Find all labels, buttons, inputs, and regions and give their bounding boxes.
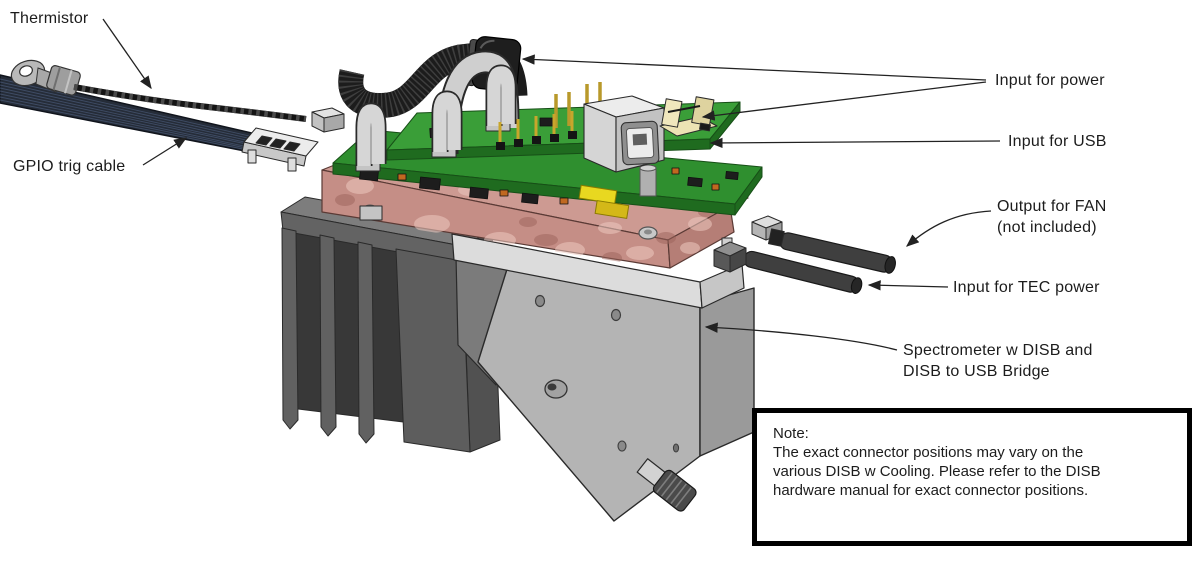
callout-gpio-trig-cable: GPIO trig cable bbox=[13, 156, 125, 177]
note-line-1: The exact connector positions may vary o… bbox=[773, 444, 1084, 461]
gpio-idc-connector bbox=[241, 127, 319, 172]
callout-gpio-trig-cable-text: GPIO trig cable bbox=[13, 158, 126, 175]
callout-output-fan-text: Output for FAN bbox=[997, 198, 1107, 215]
callout-thermistor-text: Thermistor bbox=[10, 10, 89, 27]
callout-input-usb: Input for USB bbox=[1008, 131, 1107, 152]
callout-spectrometer-sub: DISB to USB Bridge bbox=[903, 363, 1050, 380]
callout-input-tec-text: Input for TEC power bbox=[953, 279, 1100, 296]
note-box: Note: The exact connector positions may … bbox=[752, 408, 1192, 546]
disb-pcb-stack bbox=[332, 36, 763, 221]
callout-input-power-text: Input for power bbox=[995, 72, 1105, 89]
usb-connector bbox=[583, 95, 665, 173]
callout-input-power: Input for power bbox=[995, 70, 1105, 91]
cable-clamps bbox=[355, 64, 517, 172]
callout-spectrometer: Spectrometer w DISB and DISB to USB Brid… bbox=[903, 340, 1093, 382]
leader-lines bbox=[102, 18, 1001, 351]
note-line-2: various DISB w Cooling. Please refer to … bbox=[773, 463, 1101, 480]
callout-spectrometer-text: Spectrometer w DISB and bbox=[903, 342, 1093, 359]
callout-input-usb-text: Input for USB bbox=[1008, 133, 1107, 150]
ring-terminal bbox=[10, 59, 81, 96]
gpio-ribbon-cable bbox=[0, 74, 345, 172]
callout-output-fan: Output for FAN (not included) bbox=[997, 196, 1107, 238]
note-heading: Note: bbox=[773, 425, 809, 442]
note-line-3: hardware manual for exact connector posi… bbox=[773, 482, 1089, 499]
sma-fiber-connector bbox=[636, 458, 697, 512]
callout-input-tec: Input for TEC power bbox=[953, 277, 1100, 298]
gpio-mating-connector bbox=[311, 107, 345, 133]
thermistor-cable bbox=[10, 59, 307, 122]
fan-output-cable bbox=[751, 215, 896, 274]
callout-output-fan-sub: (not included) bbox=[997, 219, 1097, 236]
callout-thermistor: Thermistor bbox=[10, 8, 88, 29]
tec-power-cable bbox=[713, 237, 863, 294]
